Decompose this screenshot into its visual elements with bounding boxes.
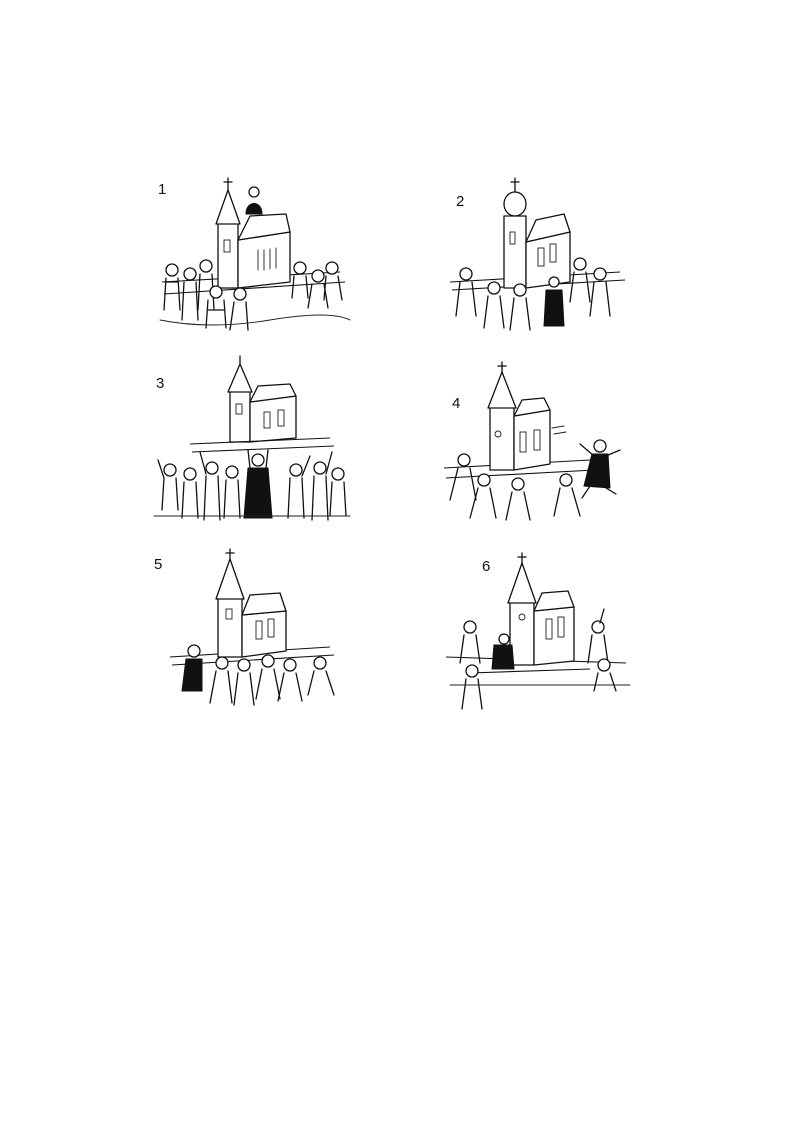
church-drawing-4 [443,361,621,521]
panel-number-1: 1 [158,181,167,198]
panel-number-3: 3 [156,375,165,392]
church-drawing-5 [169,548,335,706]
comic-panel-5: 5 [150,545,360,715]
crowd-figures-3 [157,451,347,521]
comic-panel-1: 1 [150,170,360,340]
priest-head [498,633,510,645]
church-drawing-1 [159,177,351,331]
crowd-figures-6 [459,608,617,710]
comic-panel-6: 6 [440,545,640,715]
crowd-figures-1 [163,259,343,331]
priest-head [593,439,607,453]
comic-panel-2: 2 [440,170,650,345]
panel-number-2: 2 [456,193,465,210]
priest-head [187,644,201,658]
panel-number-6: 6 [482,558,491,575]
crowd-figures-2 [455,257,611,331]
comic-panel-4: 4 [440,360,640,530]
crowd-figures-5 [209,654,335,706]
panel-number-5: 5 [154,556,163,573]
church-drawing-6 [445,552,631,710]
panel-number-4: 4 [452,395,461,412]
church-drawing-3 [153,355,351,521]
comic-panel-3: 3 [150,355,360,540]
church-drawing-2 [449,177,626,331]
crowd-figures-4 [449,453,581,521]
